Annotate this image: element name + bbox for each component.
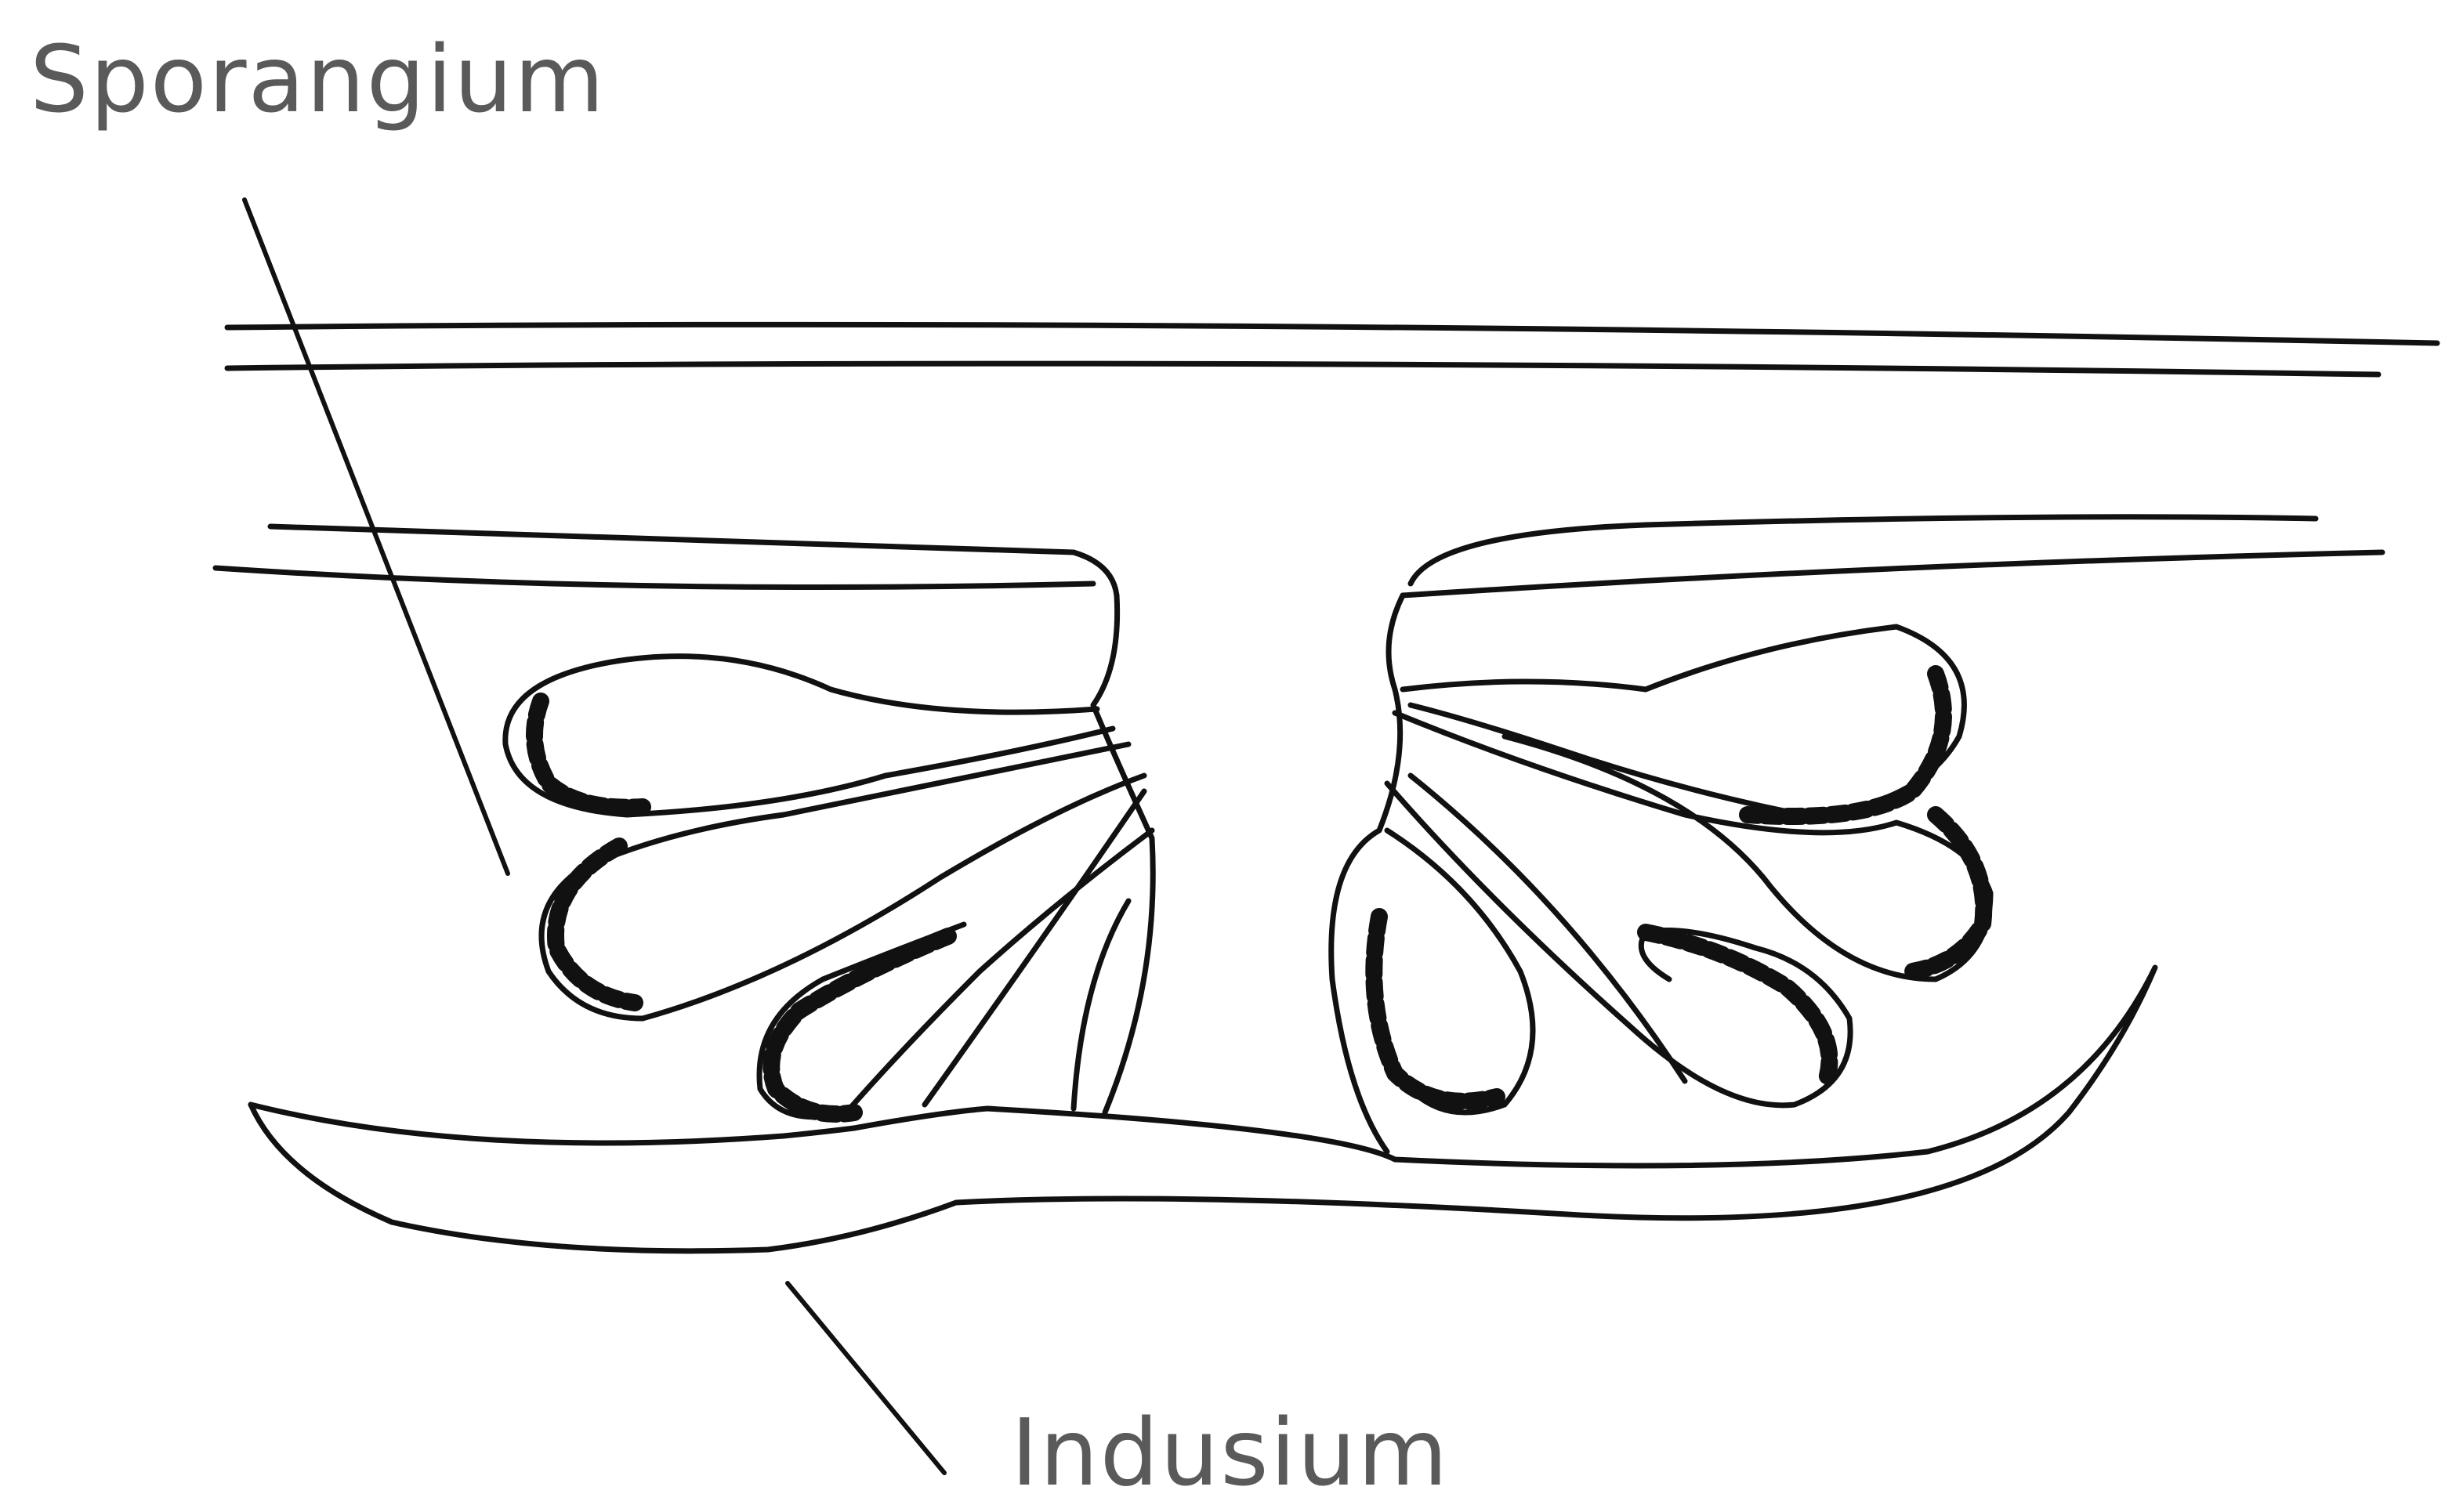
- sporangium-left-1: [505, 657, 1113, 815]
- leaf-lower-surface: [216, 517, 2382, 595]
- receptacle: [1093, 595, 1403, 1152]
- indusium-label: Indusium: [1011, 1398, 1449, 1507]
- sporangium-right-1: [1403, 627, 1964, 816]
- indusium-leader-line: [788, 1283, 944, 1473]
- sporangium-right-4: [1370, 776, 1685, 1112]
- sporangium-left-3: [759, 791, 1152, 1117]
- indusium-membrane: [251, 968, 2155, 1251]
- sporangium-leader-line: [244, 200, 508, 874]
- sporangium-label: Sporangium: [30, 25, 606, 133]
- leaf-upper-surface: [227, 324, 2437, 374]
